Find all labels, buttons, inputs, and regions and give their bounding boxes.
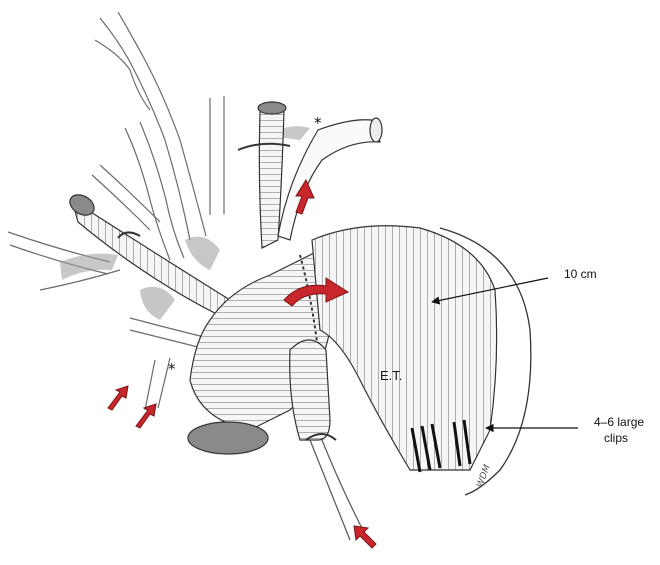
elephant-trunk-graft: E.T. (311, 225, 498, 473)
clips-label-line1: 4–6 large (594, 415, 644, 429)
flow-arrow-icon (135, 403, 157, 429)
asterisk-upper: * (314, 114, 322, 132)
graft-length-label: 10 cm (564, 267, 597, 281)
pointer-arrow-icon (431, 277, 549, 305)
flow-arrows (107, 178, 377, 549)
flow-arrow-icon (353, 525, 377, 549)
large-clips (410, 419, 472, 473)
clips-label-line2: clips (604, 431, 628, 445)
flow-arrow-icon (107, 385, 129, 411)
carotid-branch-graft: * (237, 101, 322, 249)
graft-outline-curve (439, 227, 532, 496)
elephant-trunk-label: E.T. (380, 368, 402, 383)
flow-arrow-icon (295, 178, 315, 215)
asterisk-lower: * (168, 360, 176, 378)
pointer-10cm: 10 cm (431, 267, 597, 305)
artist-signature: WDM (475, 463, 493, 489)
subclavian-vessel (277, 117, 383, 241)
flow-arrow-icon (283, 277, 350, 307)
pointer-clips: 4–6 large clips (485, 415, 644, 445)
